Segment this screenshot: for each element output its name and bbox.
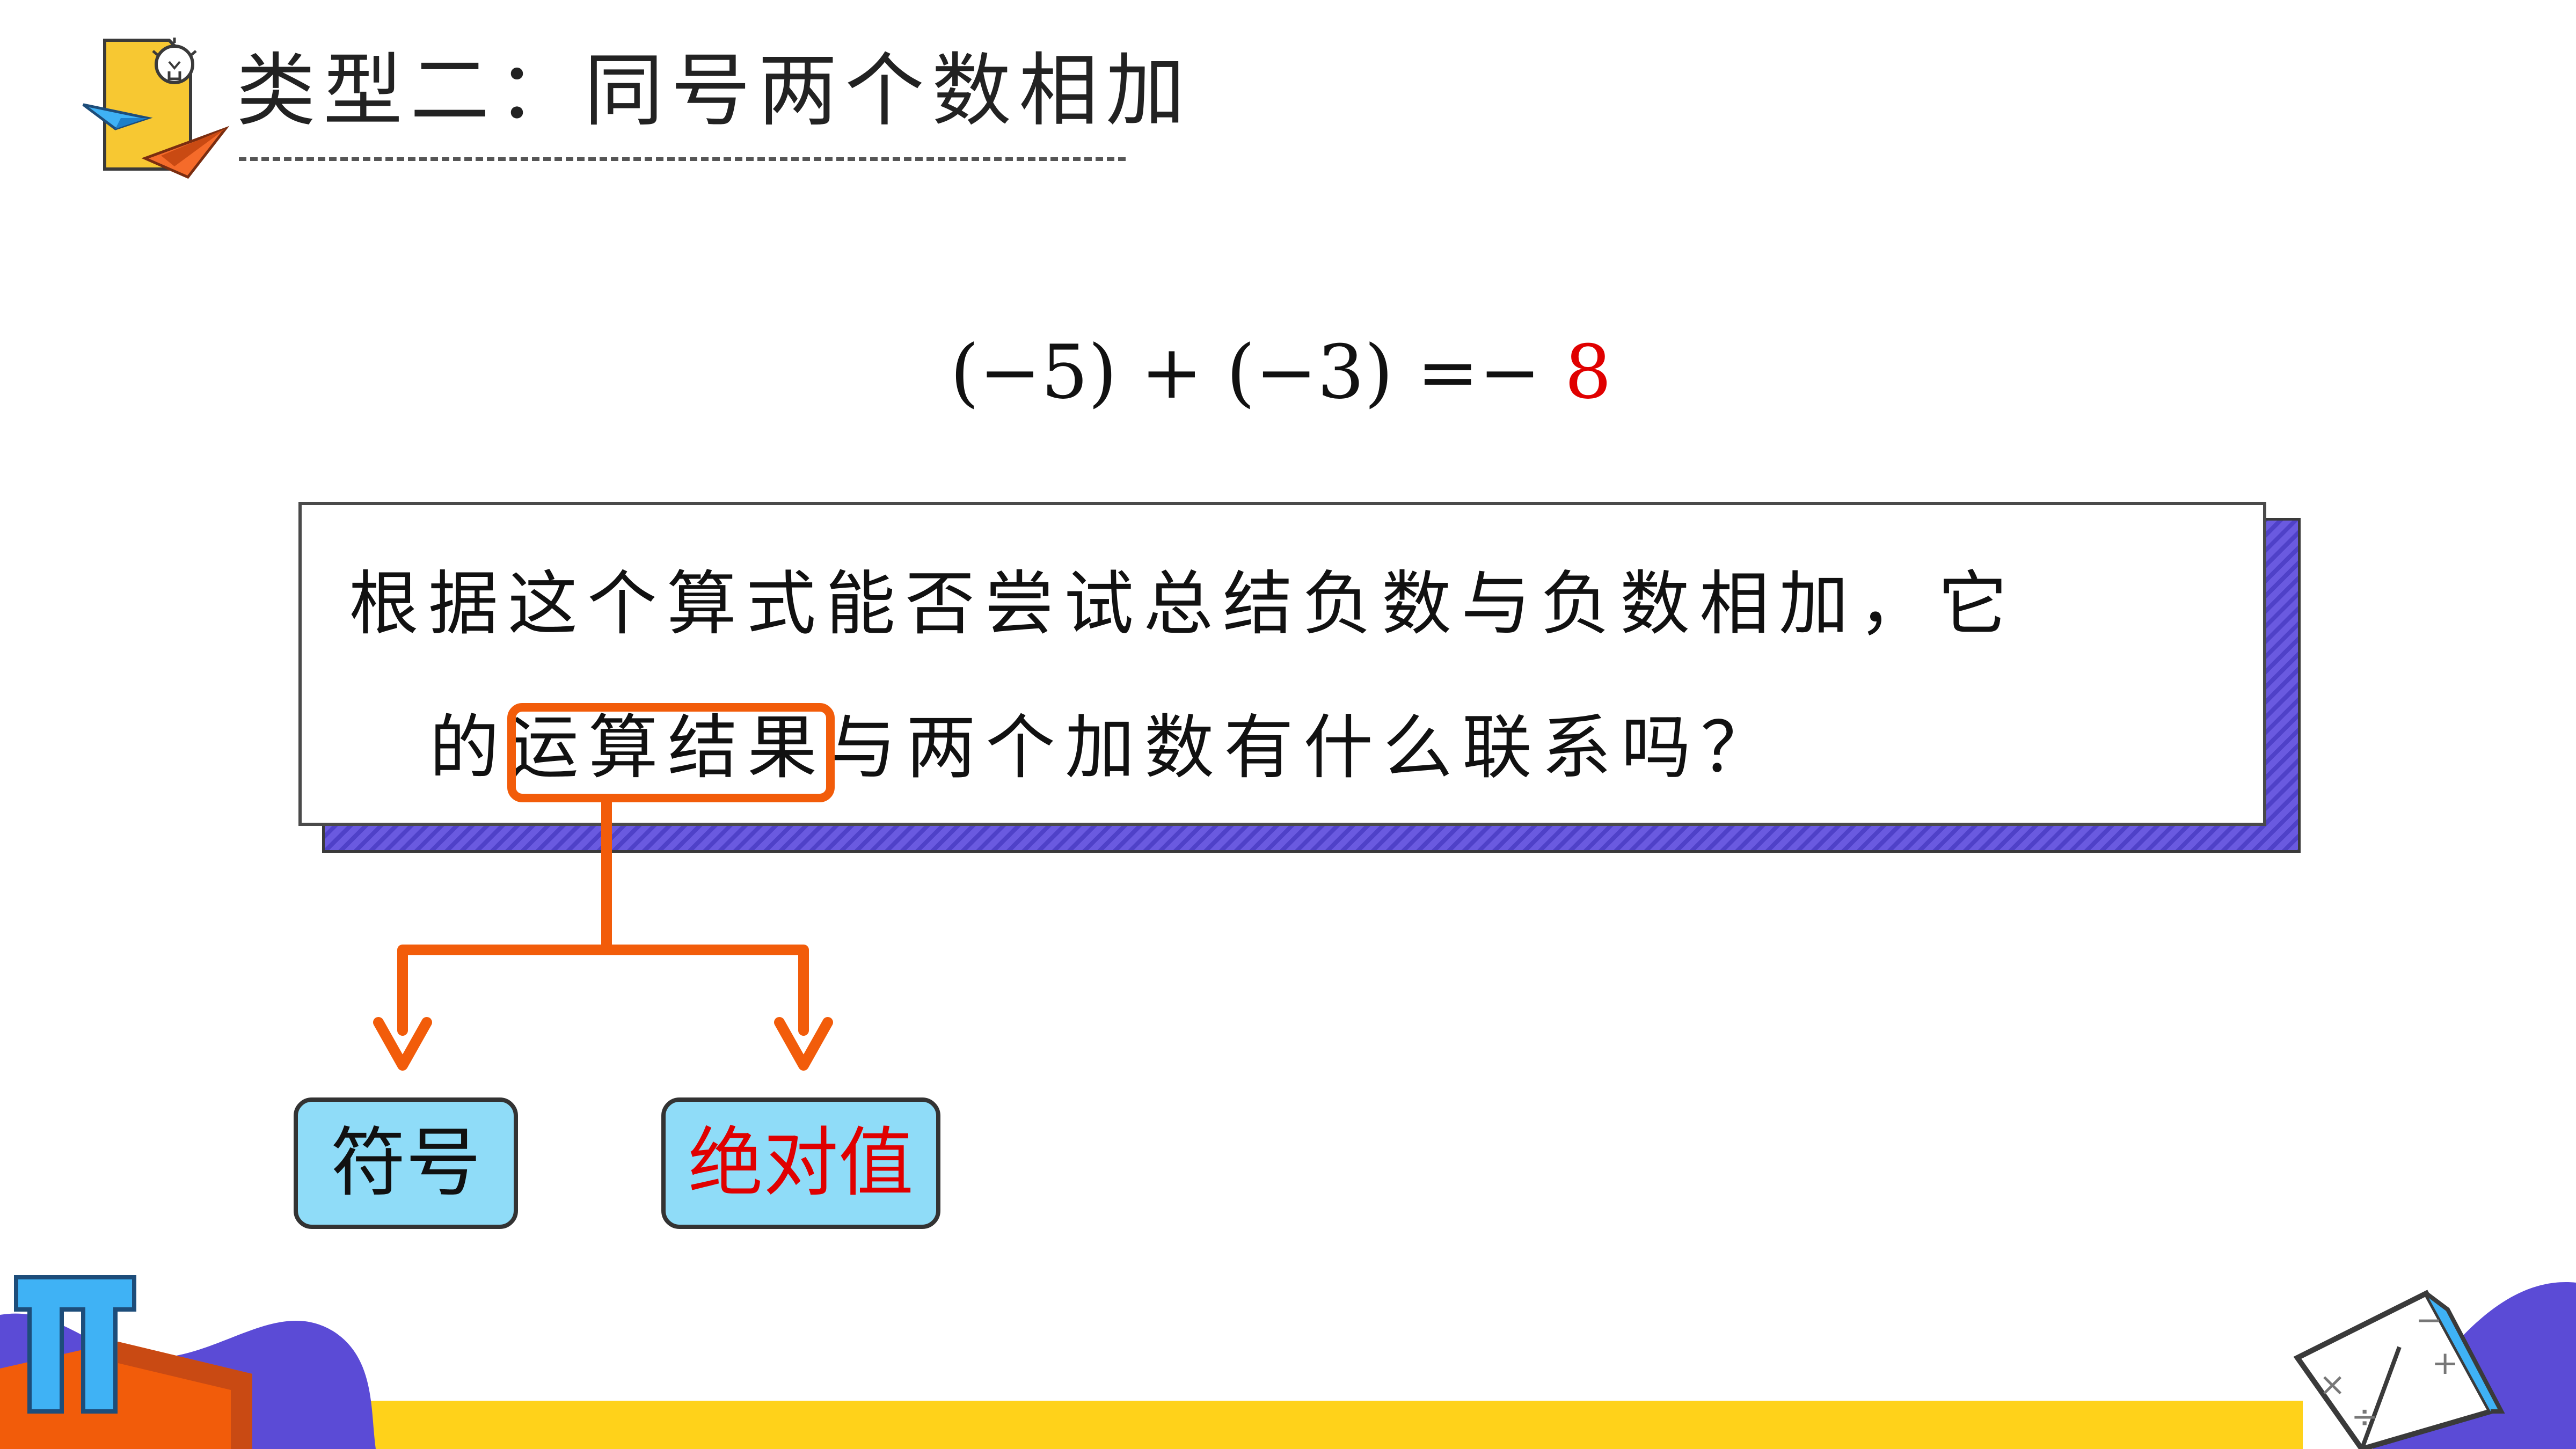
question-line-1: 根据这个算式能否尝试总结负数与负数相加，它 [349, 563, 2018, 645]
question-prefix: 的 [429, 707, 509, 788]
title-underline [239, 157, 1126, 161]
pi-symbol-icon [14, 1275, 136, 1414]
svg-text:+: + [2432, 1344, 2458, 1382]
lightbulb-paper-planes-icon [82, 38, 230, 179]
question-suffix: 与两个加数有什么联系吗？ [827, 707, 1780, 788]
equation: (−5) + (−3) =− 8 [950, 335, 1611, 409]
label-absolute-value: 绝对值 [661, 1097, 940, 1229]
equation-expression: (−5) + (−3) =− [950, 329, 1541, 415]
equation-answer: 8 [1564, 329, 1612, 415]
highlight-frame [507, 703, 835, 802]
open-book-math-icon: × ÷ − + [2293, 1290, 2505, 1449]
page-title: 类型二：同号两个数相加 [236, 45, 1193, 137]
question-box [298, 502, 2266, 826]
question-line-2: 的运算结果与两个加数有什么联系吗？ [429, 713, 1780, 782]
svg-text:÷: ÷ [2351, 1398, 2378, 1436]
label-sign: 符号 [294, 1097, 518, 1229]
question-highlight-text: 运算结果 [509, 707, 827, 788]
svg-text:−: − [2416, 1301, 2442, 1339]
svg-text:×: × [2319, 1366, 2346, 1403]
footer-decoration: × ÷ − + [0, 1275, 2576, 1449]
